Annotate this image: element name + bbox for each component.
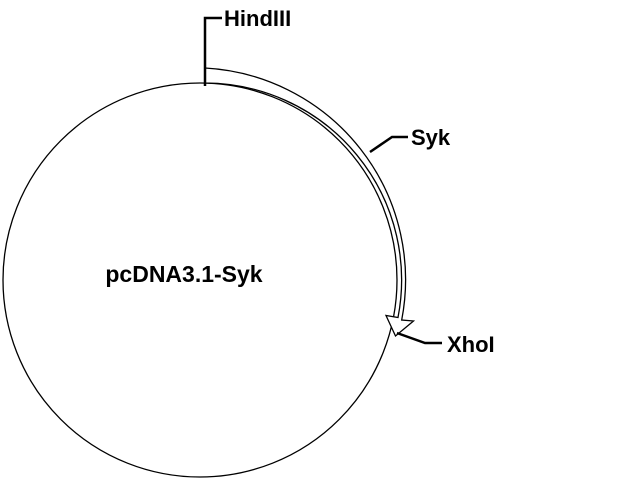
syk-label: Syk: [411, 125, 451, 150]
syk-marker-line: [369, 135, 408, 154]
plasmid-backbone: [2, 82, 398, 478]
hindiii-label: HindIII: [224, 6, 291, 31]
syk-insert-arrow: [204, 67, 416, 338]
hindiii-marker-line: [203, 16, 222, 86]
xhoi-marker-line: [396, 331, 442, 345]
plasmid-name: pcDNA3.1-Syk: [105, 261, 262, 287]
xhoi-label: XhoI: [447, 332, 495, 357]
